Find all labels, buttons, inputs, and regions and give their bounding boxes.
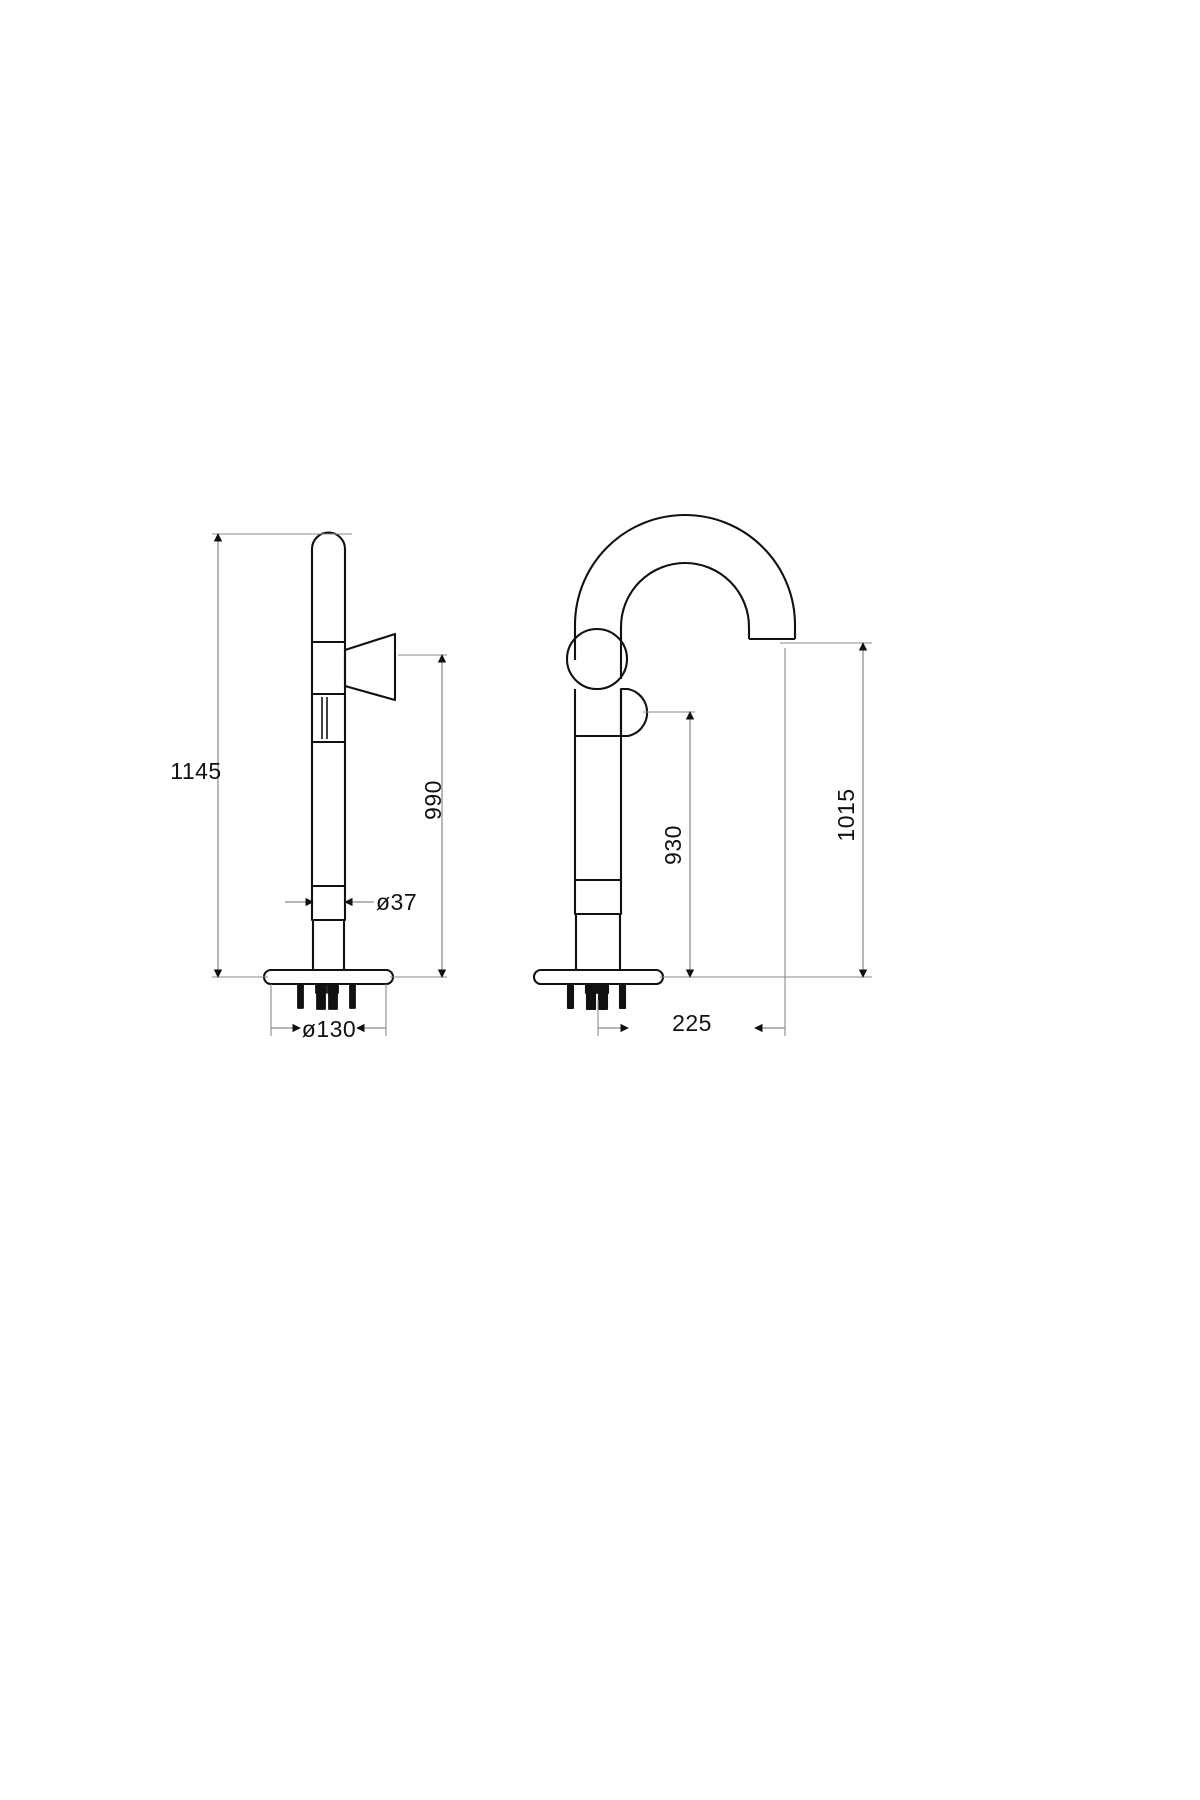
- dimension-text-1015: 1015: [833, 788, 859, 841]
- dimension-text-1145: 1145: [170, 758, 221, 784]
- front-view-lever-cap: [619, 687, 649, 738]
- side-view-bolt-right: [349, 983, 356, 1009]
- dimension-text-225: 225: [672, 1010, 712, 1036]
- front-view-spout-outer-curve: [573, 513, 797, 660]
- front-view-thread-right: [597, 991, 609, 1011]
- side-view-bolt-left: [297, 983, 304, 1009]
- front-view-bolt-right: [618, 982, 627, 1010]
- dimension-text-37: ø37: [376, 889, 417, 915]
- side-view-thread-left: [316, 992, 326, 1010]
- side-view-dimensions: [212, 533, 447, 1036]
- front-view-spout-inner-curve: [619, 562, 751, 679]
- side-view-nut-left: [315, 983, 327, 994]
- side-view-nut-right: [327, 983, 339, 994]
- front-view-bolt-left: [566, 982, 575, 1010]
- side-view-lever-cone: [343, 632, 397, 702]
- front-view-group: [532, 513, 797, 1011]
- front-view-swivel-joint: [565, 627, 629, 691]
- dimension-text-130: ø130: [302, 1016, 356, 1042]
- front-view-fixing-hardware: [566, 982, 627, 1011]
- front-view-thread-left: [585, 991, 597, 1011]
- side-view-thread-right: [328, 992, 338, 1010]
- side-view-fixing-hardware: [297, 983, 356, 1010]
- dimension-text-930: 930: [660, 825, 686, 865]
- front-view-dimensions: [597, 642, 872, 1036]
- side-view-upper-body: [310, 531, 347, 644]
- front-view-nut-right: [596, 982, 610, 995]
- front-view-nut-left: [584, 982, 598, 995]
- dimension-text-990: 990: [420, 780, 446, 820]
- front-view-base-plate: [532, 968, 665, 986]
